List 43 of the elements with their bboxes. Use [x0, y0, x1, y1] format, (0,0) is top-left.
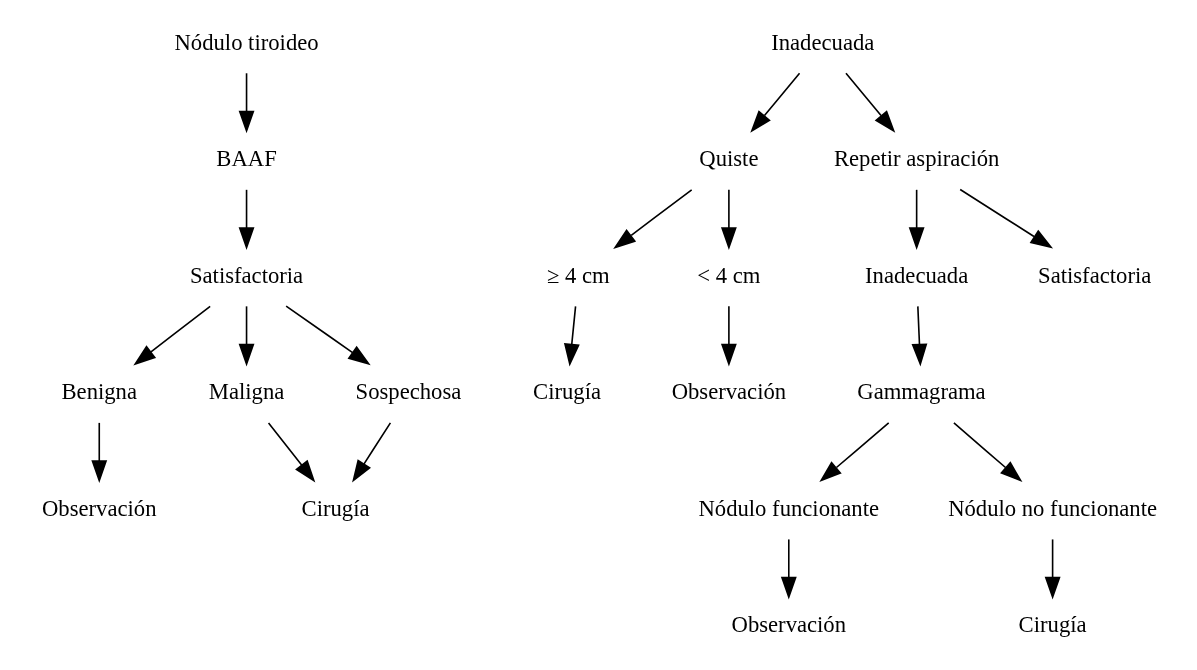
node-text: Cirugía	[532, 379, 601, 405]
node-text: < 4 cm	[696, 262, 760, 288]
node-text: Observación	[671, 379, 786, 405]
arrow	[749, 72, 800, 133]
arrow	[90, 422, 107, 483]
node-text: Quiste	[698, 146, 758, 172]
node-text: BAAF	[215, 146, 277, 172]
arrow	[952, 422, 1022, 483]
arrow	[1044, 538, 1061, 600]
node-text: Cirugía	[1018, 612, 1087, 638]
arrow	[908, 189, 925, 250]
arrow	[284, 305, 371, 366]
arrow	[238, 189, 254, 250]
node-text: Maligna	[208, 379, 284, 405]
arrow	[780, 538, 797, 600]
arrow	[563, 305, 580, 367]
node-text: Satisfactoria	[189, 262, 303, 288]
node-text: Sospechosa	[355, 379, 461, 405]
node-text: Nódulo no funcionante	[947, 495, 1157, 521]
node-text: Nódulo funcionante	[697, 495, 879, 521]
node-text: Inadecuada	[770, 29, 874, 55]
arrow	[238, 305, 254, 367]
arrow	[132, 305, 211, 366]
node-text: Repetir aspiración	[833, 146, 999, 172]
arrow	[818, 422, 889, 483]
node-text: Cirugía	[301, 495, 370, 521]
node-text: Benigna	[61, 379, 137, 405]
arrow	[238, 72, 254, 134]
node-text: Observación	[731, 612, 846, 638]
arrow	[958, 188, 1053, 249]
arrow	[612, 189, 692, 249]
node-text: Nódulo tiroideo	[174, 29, 319, 55]
arrow	[911, 305, 927, 367]
arrow	[351, 422, 391, 483]
node-text: Satisfactoria	[1037, 262, 1151, 288]
arrow	[267, 422, 315, 483]
node-text: Observación	[41, 495, 157, 521]
arrow	[720, 305, 737, 367]
node-text: Inadecuada	[864, 262, 968, 288]
node-text: ≥ 4 cm	[546, 262, 610, 288]
arrow	[720, 189, 737, 250]
node-text: Gammagrama	[856, 379, 986, 405]
arrow	[844, 72, 895, 133]
